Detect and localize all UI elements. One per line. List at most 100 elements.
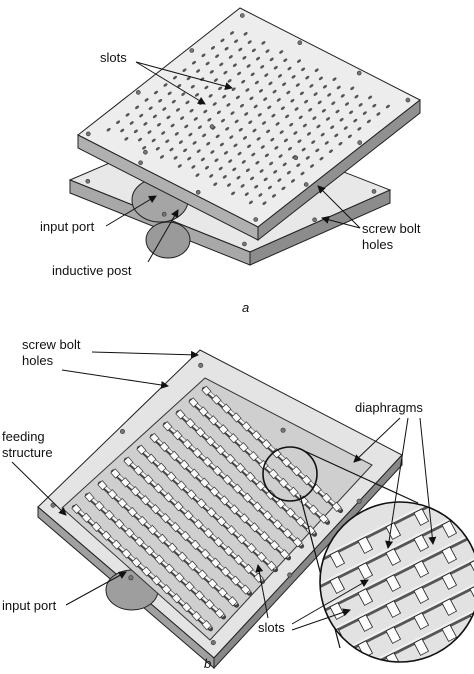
diaphragm: [329, 550, 346, 568]
slot: [269, 57, 274, 62]
slot: [372, 103, 377, 108]
diaphragm: [134, 536, 145, 547]
slot: [362, 111, 367, 115]
arrow-diaphragms-1: [353, 417, 401, 463]
screw-hole: [85, 179, 91, 184]
arrow-diaphragms-2: [385, 417, 409, 549]
label-structure: structure: [2, 445, 53, 460]
slot: [283, 138, 288, 143]
slot: [135, 105, 140, 110]
slot-array-a: [106, 31, 390, 205]
slot: [211, 46, 215, 50]
diaphragm: [236, 534, 247, 545]
arrow-screw-a-2: [321, 215, 361, 229]
screw-hole: [312, 217, 317, 223]
slot: [327, 93, 332, 97]
diaphragm: [211, 394, 222, 405]
diaphragm: [318, 513, 329, 524]
slot: [258, 193, 263, 197]
diaphragm: [81, 512, 92, 523]
label-input-port-a: input port: [40, 219, 95, 234]
screw-hole: [120, 428, 126, 434]
magnifier-circle: [319, 501, 474, 663]
slot: [234, 119, 239, 124]
label-screw-bolt-a: screw bolt: [362, 221, 421, 236]
diaphragm: [177, 551, 188, 562]
arrow-inductive-post: [147, 209, 179, 263]
slot: [323, 84, 327, 89]
screw-hole: [240, 13, 245, 18]
slot: [173, 156, 178, 160]
diaphragm: [187, 560, 198, 571]
slot: [299, 91, 304, 96]
slot: [222, 94, 227, 99]
slot: [305, 156, 310, 160]
slot: [345, 102, 349, 106]
slot: [329, 149, 333, 153]
diaphragm: [226, 525, 237, 536]
diaphragm: [157, 533, 168, 544]
diaphragm: [329, 602, 346, 620]
slot: [238, 127, 243, 132]
diaphragm: [185, 418, 196, 429]
slot: [216, 110, 221, 115]
diaphragm: [329, 576, 346, 594]
slot: [243, 32, 248, 36]
slot: [203, 109, 208, 114]
diaphragm: [200, 548, 211, 559]
slot: [241, 79, 246, 84]
slot: [278, 74, 282, 78]
channel-wall-top: [320, 607, 474, 662]
magnifier-detail: [320, 502, 474, 674]
diaphragm: [201, 385, 212, 396]
diaphragm: [144, 545, 155, 556]
slot: [347, 134, 352, 139]
slot: [173, 75, 177, 80]
slot: [133, 129, 138, 134]
screw-hole: [189, 48, 195, 53]
diaphragm: [256, 551, 267, 563]
slot: [278, 154, 283, 158]
diaphragm: [181, 602, 192, 613]
slot: [296, 163, 301, 167]
slot: [250, 176, 255, 181]
slot: [184, 124, 189, 129]
diaphragm: [469, 506, 474, 524]
slot: [262, 201, 267, 205]
slot: [316, 124, 321, 129]
slot: [368, 95, 373, 100]
diaphragm: [357, 588, 374, 606]
diaphragm: [91, 521, 102, 532]
diaphragm: [133, 465, 144, 476]
diaphragm: [275, 498, 286, 509]
slot: [256, 137, 261, 141]
slot: [209, 174, 214, 178]
diaphragm: [281, 457, 292, 468]
slot: [338, 141, 343, 146]
diaphragm: [212, 465, 223, 476]
slot: [330, 125, 335, 129]
slot: [210, 150, 215, 154]
diaphragm: [385, 522, 402, 540]
slot: [165, 139, 170, 143]
diaphragm: [329, 654, 346, 662]
slot: [269, 161, 274, 166]
magnifier-source-circle: [262, 446, 318, 502]
slot: [259, 169, 264, 173]
slot: [196, 69, 201, 73]
screw-hole: [209, 124, 215, 129]
slot: [302, 123, 307, 128]
diaphragm: [261, 439, 272, 450]
slot: [265, 49, 270, 53]
diaphragm: [301, 474, 312, 486]
diaphragm: [295, 516, 306, 527]
slot: [160, 155, 164, 159]
diaphragm: [111, 539, 122, 550]
slot: [279, 50, 284, 54]
label-diaphragms: diaphragms: [355, 400, 423, 415]
slot: [289, 122, 294, 127]
slot: [311, 140, 316, 144]
diaphragm: [358, 667, 373, 674]
slot: [200, 157, 205, 162]
slot: [227, 183, 231, 187]
